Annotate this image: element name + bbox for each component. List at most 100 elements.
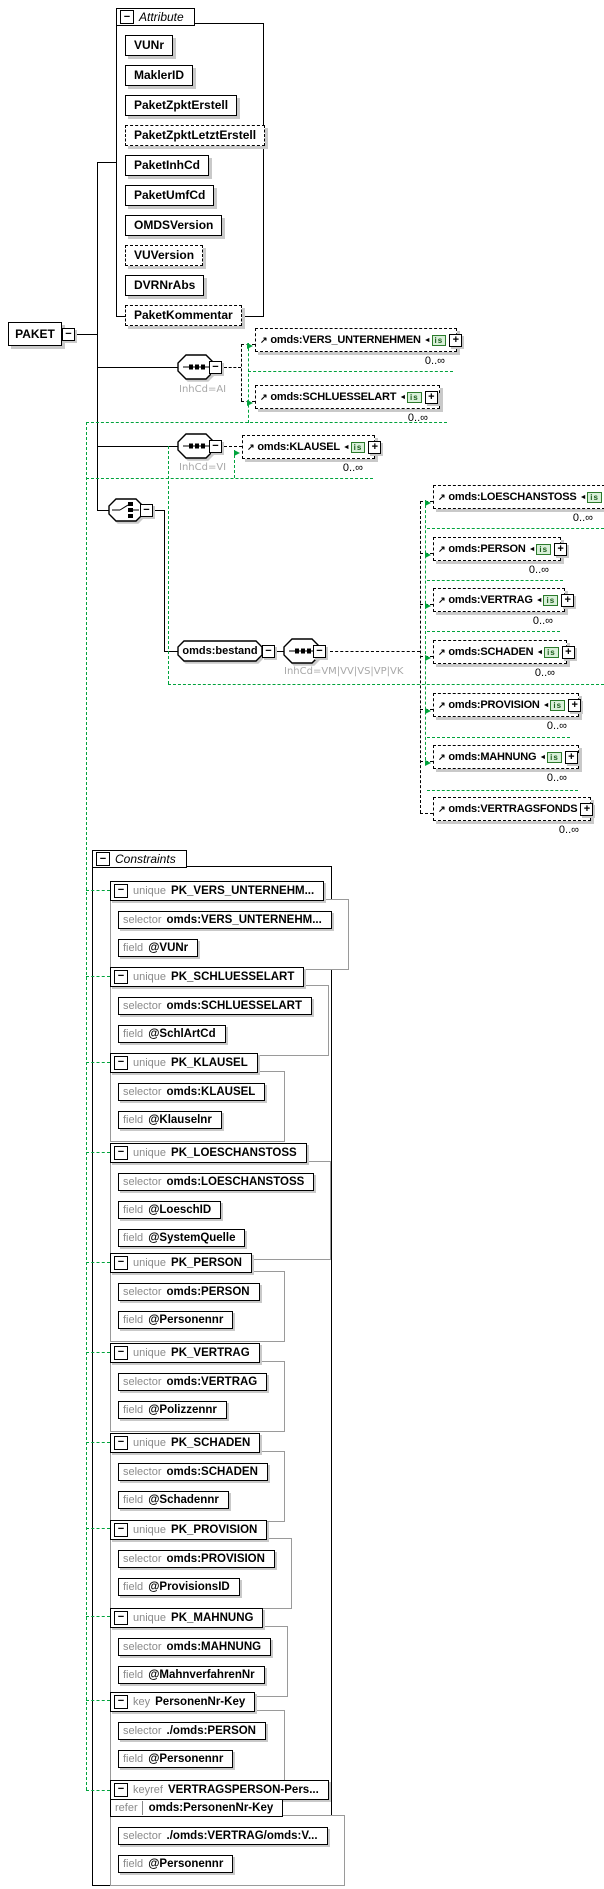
element-person[interactable]: ↗omds:PERSON◄is bbox=[433, 537, 568, 561]
expand-toggle[interactable] bbox=[368, 440, 382, 454]
expand-toggle[interactable] bbox=[561, 645, 575, 659]
constraint-field-row[interactable]: field@Klauselnr bbox=[118, 1110, 222, 1129]
element-provision[interactable]: ↗omds:PROVISION◄is bbox=[433, 693, 582, 717]
attribute-maklerid[interactable]: MaklerID bbox=[125, 65, 194, 86]
collapse-toggle[interactable] bbox=[209, 361, 222, 374]
attribute-omdsversion[interactable]: OMDSVersion bbox=[125, 215, 223, 236]
collapse-icon[interactable] bbox=[114, 1782, 128, 1797]
collapse-toggle[interactable] bbox=[262, 645, 275, 658]
collapse-icon[interactable] bbox=[120, 10, 134, 24]
collapse-toggle[interactable] bbox=[313, 645, 326, 658]
attribute-paketkommentar[interactable]: PaketKommentar bbox=[125, 305, 242, 326]
attribute-paketinhcd[interactable]: PaketInhCd bbox=[125, 155, 210, 176]
choice-icon[interactable] bbox=[108, 498, 144, 527]
constraint-selector-row[interactable]: selector./omds:VERTRAG/omds:V... bbox=[118, 1826, 328, 1845]
constraint-field-row[interactable]: field@SchlArtCd bbox=[118, 1024, 226, 1043]
attribute-paketzpkterstell[interactable]: PaketZpktErstell bbox=[125, 95, 238, 116]
collapse-icon[interactable] bbox=[114, 1055, 128, 1070]
expand-toggle[interactable] bbox=[580, 802, 594, 816]
attribute-dvrnrabs[interactable]: DVRNrAbs bbox=[125, 275, 205, 296]
collapse-icon[interactable] bbox=[114, 883, 128, 898]
constraint-field-row[interactable]: field@Personennr bbox=[118, 1310, 234, 1329]
collapse-icon[interactable] bbox=[114, 1610, 128, 1625]
collapse-icon[interactable] bbox=[114, 1522, 128, 1537]
constraint-tab[interactable]: uniquePK_VERS_UNTERNEHM... bbox=[110, 880, 325, 901]
collapse-icon[interactable] bbox=[114, 1435, 128, 1450]
element-bestand[interactable]: omds:bestand bbox=[177, 640, 263, 662]
collapse-toggle[interactable] bbox=[62, 328, 75, 341]
element-klausel[interactable]: ↗omds:KLAUSEL◄is bbox=[242, 435, 382, 459]
root-element-paket[interactable]: PAKET bbox=[8, 322, 62, 346]
element-loeschanstoss[interactable]: ↗omds:LOESCHANSTOSS◄is bbox=[433, 485, 604, 509]
expand-toggle[interactable] bbox=[561, 593, 575, 607]
constraint-field-row[interactable]: field@VUNr bbox=[118, 938, 199, 957]
collapse-icon[interactable] bbox=[114, 969, 128, 984]
element-vertrag[interactable]: ↗omds:VERTRAG◄is bbox=[433, 588, 575, 612]
sequence-icon[interactable] bbox=[283, 638, 321, 669]
attribute-vuversion[interactable]: VUVersion bbox=[125, 245, 204, 266]
collapse-icon[interactable] bbox=[114, 1694, 128, 1709]
constraint-vertragsperson-pers[interactable]: keyrefVERTRAGSPERSON-Pers...referomds:Pe… bbox=[110, 1779, 345, 1886]
constraint-field-row[interactable]: field@Personennr bbox=[118, 1749, 234, 1768]
constraint-field-row[interactable]: field@Polizzennr bbox=[118, 1400, 227, 1419]
constraint-field-row[interactable]: field@SystemQuelle bbox=[118, 1228, 246, 1247]
constraint-field-row[interactable]: field@Personennr bbox=[118, 1854, 234, 1873]
element-schluesselart[interactable]: ↗omds:SCHLUESSELART◄is bbox=[255, 385, 440, 409]
collapse-toggle[interactable] bbox=[140, 504, 153, 517]
attribute-section-tab[interactable]: Attribute bbox=[116, 8, 195, 26]
constraint-tab[interactable]: keyrefVERTRAGSPERSON-Pers... bbox=[110, 1779, 329, 1800]
element-schaden[interactable]: ↗omds:SCHADEN◄is bbox=[433, 640, 575, 664]
constraint-selector-row[interactable]: selector./omds:PERSON bbox=[118, 1721, 266, 1740]
expand-toggle[interactable] bbox=[424, 390, 438, 404]
collapse-icon[interactable] bbox=[114, 1345, 128, 1360]
sequence-icon[interactable] bbox=[177, 354, 215, 385]
expand-toggle[interactable] bbox=[449, 333, 463, 347]
collapse-icon[interactable] bbox=[96, 852, 110, 866]
element-vers_unternehmen[interactable]: ↗omds:VERS_UNTERNEHMEN◄is bbox=[255, 328, 463, 352]
attribute-paketumfcd[interactable]: PaketUmfCd bbox=[125, 185, 215, 206]
expand-toggle[interactable] bbox=[564, 750, 578, 764]
element-vertragsfonds[interactable]: ↗omds:VERTRAGSFONDS bbox=[433, 797, 594, 821]
constraint-field-row[interactable]: field@Schadennr bbox=[118, 1490, 229, 1509]
expand-toggle[interactable] bbox=[568, 698, 582, 712]
collapse-icon[interactable] bbox=[114, 1145, 128, 1160]
sequence-icon[interactable] bbox=[177, 433, 215, 464]
constraints-section-tab[interactable]: Constraints bbox=[92, 850, 187, 868]
element-mahnung[interactable]: ↗omds:MAHNUNG◄is bbox=[433, 745, 579, 769]
attribute-vunr[interactable]: VUNr bbox=[125, 35, 174, 56]
attribute-paketzpktletzterstell[interactable]: PaketZpktLetztErstell bbox=[125, 125, 266, 146]
constraint-pk_mahnung[interactable]: uniquePK_MAHNUNGselectoromds:MAHNUNGfiel… bbox=[110, 1607, 289, 1697]
constraint-field-row[interactable]: field@LoeschID bbox=[118, 1200, 222, 1219]
constraint-field-row[interactable]: field@ProvisionsID bbox=[118, 1577, 240, 1596]
expand-toggle[interactable] bbox=[554, 542, 568, 556]
collapse-toggle[interactable] bbox=[209, 440, 222, 453]
